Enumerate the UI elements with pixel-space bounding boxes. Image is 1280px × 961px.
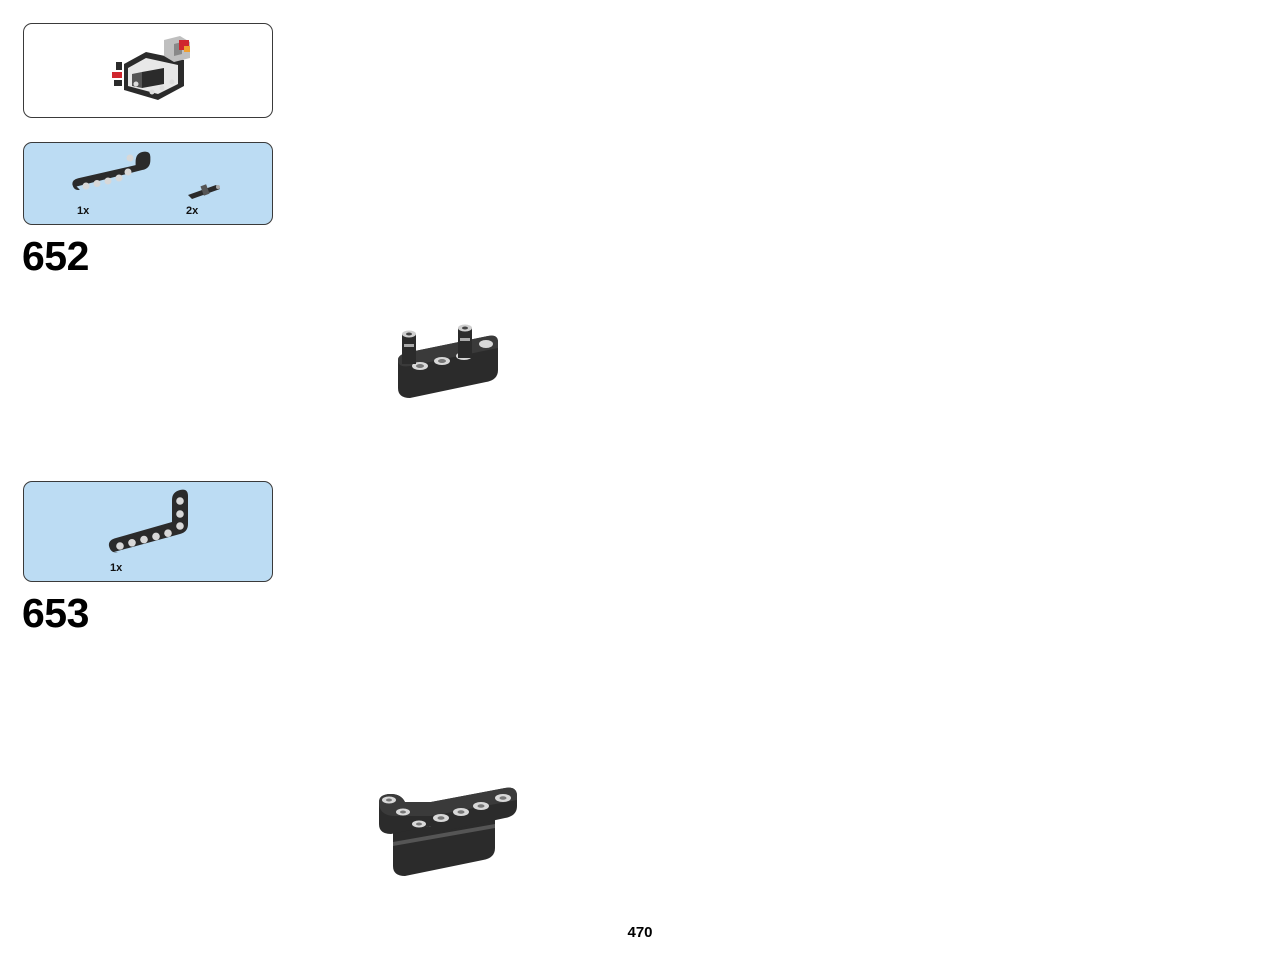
part-quantity: 1x [77, 205, 90, 217]
submodel-callout-box [23, 23, 273, 118]
page-number: 470 [627, 924, 653, 941]
step-number: 652 [22, 233, 89, 279]
part-quantity: 1x [110, 562, 123, 574]
l-beam-3x2-part-icon [72, 151, 151, 191]
step-number: 653 [22, 590, 89, 636]
parts-list-653: 1x [23, 481, 273, 582]
parts-list-652: 1x 2x [23, 142, 273, 225]
step-653-assembly-illustration [379, 787, 517, 876]
part-quantity: 2x [186, 205, 199, 217]
step-652-assembly-illustration [398, 324, 498, 398]
submodel-assembly-icon [112, 36, 190, 100]
l-beam-3x5-part-icon [108, 489, 188, 553]
pin-part-icon [188, 184, 220, 199]
